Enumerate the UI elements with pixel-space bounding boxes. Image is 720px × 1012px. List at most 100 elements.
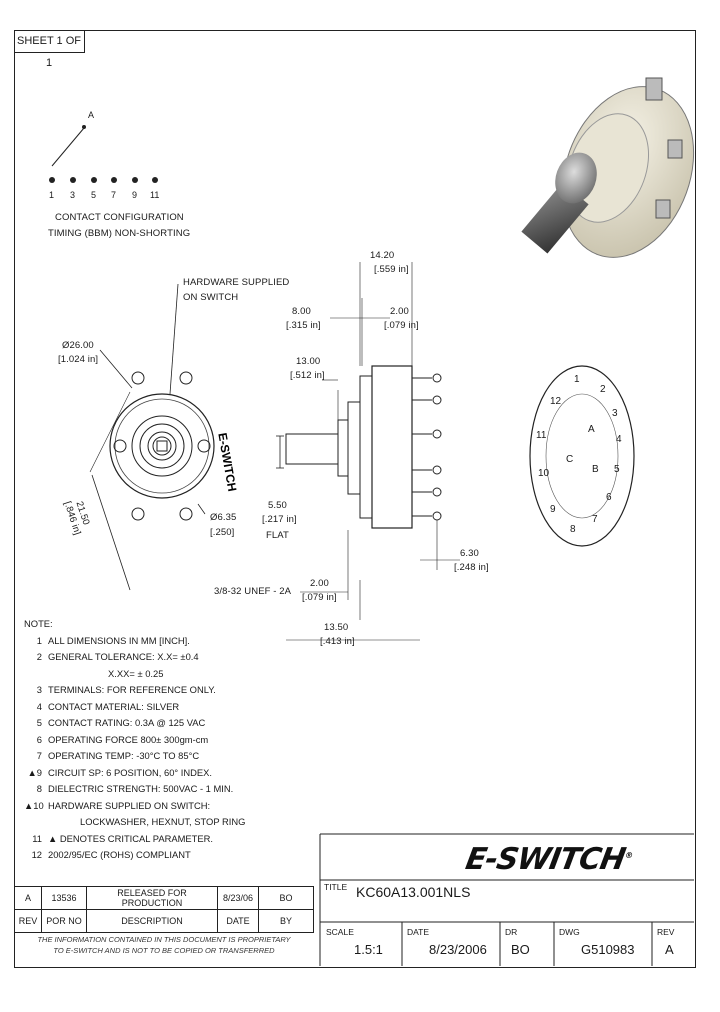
- note-item: LOCKWASHER, HEXNUT, STOP RING: [80, 816, 246, 827]
- terminal-label: B: [592, 464, 599, 475]
- sheet-number: SHEET 1 OF 1: [14, 30, 85, 69]
- contact-dot: [111, 177, 117, 183]
- position-label: 9: [132, 190, 138, 200]
- scale-cell: SCALE 1.5:1: [322, 924, 402, 966]
- drawn-value: BO: [511, 942, 530, 957]
- rear-view: [529, 365, 635, 547]
- terminal-label: 10: [538, 468, 550, 479]
- contact-configuration: [49, 125, 158, 183]
- drawn-label: DR: [505, 927, 518, 937]
- timing-caption: TIMING (BBM) NON-SHORTING: [48, 228, 191, 239]
- scale-value: 1.5:1: [354, 942, 383, 957]
- company-logo: E-SWITCH®: [462, 842, 633, 877]
- product-render: [521, 77, 695, 258]
- dim-13-00: 13.00: [296, 356, 321, 367]
- title-block-frame: [319, 833, 694, 966]
- dwg-label: DWG: [559, 927, 580, 937]
- dim-2-00: 2.00: [390, 306, 409, 317]
- terminal-label: 8: [570, 524, 576, 535]
- notes-title: NOTE:: [24, 618, 53, 629]
- terminal-label: 4: [616, 434, 622, 445]
- terminal-labels: 1 2 3 4 5 6 7 8 9 10 11 12 A B C: [530, 364, 634, 548]
- contact-caption: CONTACT CONFIGURATION: [55, 212, 184, 223]
- hardware-note: HARDWARE SUPPLIED: [183, 277, 290, 288]
- position-label: 1: [49, 190, 55, 200]
- contact-dot: [91, 177, 97, 183]
- terminal-label: 12: [550, 396, 562, 407]
- dim-2-00-b: 2.00: [310, 578, 329, 589]
- dim-8-00-in: [.315 in]: [286, 320, 321, 331]
- proprietary-line: TO E-SWITCH AND IS NOT TO BE COPIED OR T…: [53, 946, 275, 955]
- terminal-label: 11: [536, 430, 547, 441]
- drawn-cell: DR BO: [501, 924, 553, 966]
- diameter-in: [1.024 in]: [58, 354, 99, 365]
- pin-mm: Ø6.35: [210, 512, 237, 523]
- header-by: BY: [258, 909, 314, 933]
- side-view: [276, 262, 460, 641]
- part-number: KC60A13.001NLS: [356, 884, 471, 900]
- note-item: 11▲ DENOTES CRITICAL PARAMETER.: [32, 832, 214, 844]
- rev-cell: A: [14, 886, 42, 910]
- dim-13-00-in: [.512 in]: [290, 370, 325, 381]
- dim-13-50-in: [.413 in]: [320, 636, 355, 647]
- dim-2-00-in: [.079 in]: [384, 320, 419, 331]
- rev-label: REV: [657, 927, 675, 937]
- terminal-label: C: [566, 454, 574, 465]
- diameter-mm: Ø26.00: [62, 340, 94, 351]
- dim-6-30-in: [.248 in]: [454, 562, 489, 573]
- scale-label: SCALE: [326, 927, 354, 937]
- note-item: X.XX= ± 0.25: [108, 667, 164, 679]
- dim-5-50-in: [.217 in]: [262, 514, 297, 525]
- drawing-number-cell: DWG G510983: [555, 924, 651, 966]
- dim-6-30: 6.30: [460, 548, 479, 559]
- by-cell: BO: [258, 886, 314, 910]
- position-label: 5: [91, 190, 97, 200]
- proprietary-line: THE INFORMATION CONTAINED IN THIS DOCUME…: [37, 935, 291, 944]
- header-description: DESCRIPTION: [86, 909, 218, 933]
- header-por: POR NO: [41, 909, 87, 933]
- date-label: DATE: [407, 927, 430, 937]
- description-cell: RELEASED FOR PRODUCTION: [86, 886, 218, 910]
- position-label: 7: [111, 190, 117, 200]
- terminal-label: 2: [600, 384, 606, 395]
- svg-text:E-SWITCH: E-SWITCH: [215, 432, 239, 493]
- terminal-label: A: [588, 424, 595, 435]
- front-view: E-SWITCH: [89, 283, 239, 591]
- thread-spec: 3/8-32 UNEF - 2A: [214, 586, 292, 597]
- contact-dot: [49, 177, 55, 183]
- por-cell: 13536: [41, 886, 87, 910]
- date-cell-block: DATE 8/23/2006: [403, 924, 499, 966]
- contact-dot: [132, 177, 138, 183]
- terminal-label: 1: [574, 374, 580, 385]
- position-label: 3: [70, 190, 76, 200]
- dim-13-50: 13.50: [324, 622, 349, 633]
- position-label: 11: [150, 190, 160, 200]
- dim-8-00: 8.00: [292, 306, 311, 317]
- terminal-label: 6: [606, 492, 612, 503]
- contact-dot: [70, 177, 76, 183]
- date-value: 8/23/2006: [429, 942, 487, 957]
- revision-header: REV POR NO DESCRIPTION DATE BY: [14, 909, 314, 933]
- terminal-label: 7: [592, 514, 598, 525]
- proprietary-notice: THE INFORMATION CONTAINED IN THIS DOCUME…: [14, 930, 314, 966]
- dwg-value: G510983: [581, 942, 635, 957]
- dim-5-50: 5.50: [268, 500, 287, 511]
- terminal-label: 3: [612, 408, 618, 419]
- dim-14-20: 14.20: [370, 250, 395, 261]
- flat-label: FLAT: [266, 530, 289, 541]
- pole-label: A: [88, 110, 95, 120]
- contact-dot: [152, 177, 158, 183]
- dim-14-20-in: [.559 in]: [374, 264, 409, 275]
